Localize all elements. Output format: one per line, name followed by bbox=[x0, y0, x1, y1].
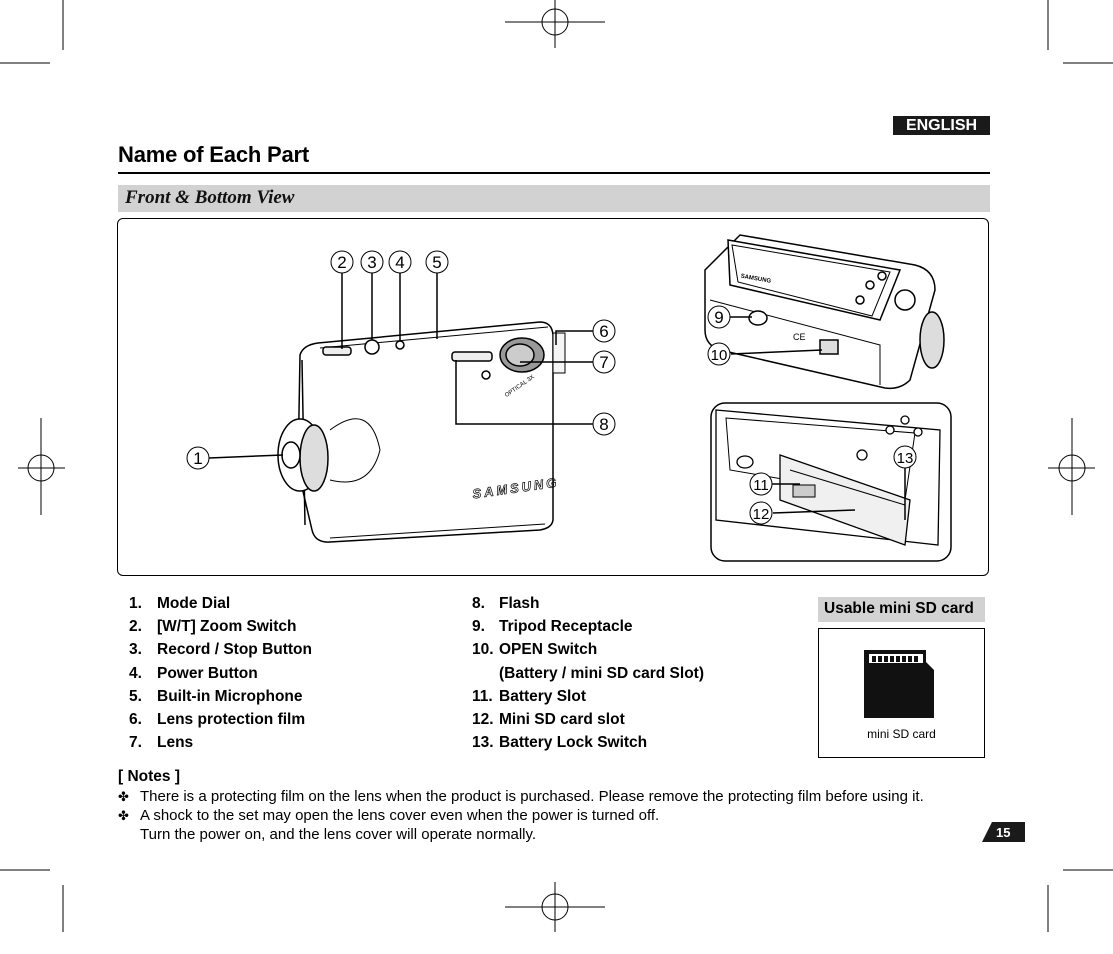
note-bullet: ✤ bbox=[118, 789, 129, 804]
leader-lines bbox=[208, 272, 906, 520]
sd-card-box bbox=[818, 628, 985, 758]
note-item: A shock to the set may open the lens cov… bbox=[140, 807, 660, 824]
list-item: 10.OPEN Switch bbox=[472, 641, 598, 659]
section-title: Front & Bottom View bbox=[125, 187, 295, 208]
svg-text:13: 13 bbox=[897, 450, 914, 467]
callout-2: 2 bbox=[330, 250, 354, 274]
callout-7: 7 bbox=[592, 350, 616, 374]
callout-1: 1 bbox=[186, 446, 210, 470]
page-number-tab bbox=[982, 822, 1025, 842]
callout-8: 8 bbox=[592, 412, 616, 436]
callout-5: 5 bbox=[425, 250, 449, 274]
svg-text:8: 8 bbox=[599, 415, 608, 434]
svg-text:4: 4 bbox=[395, 253, 404, 272]
title-rule bbox=[118, 172, 990, 174]
callout-12: 12 bbox=[749, 501, 773, 525]
svg-text:2: 2 bbox=[337, 253, 346, 272]
page-title: Name of Each Part bbox=[118, 142, 310, 167]
list-item: 3.Record / Stop Button bbox=[129, 641, 312, 659]
callout-4: 4 bbox=[388, 250, 412, 274]
sd-card-heading-bar: Usable mini SD card bbox=[818, 597, 985, 622]
svg-text:1: 1 bbox=[193, 449, 202, 468]
svg-text:3: 3 bbox=[367, 253, 376, 272]
note-bullet: ✤ bbox=[118, 808, 129, 823]
language-badge: ENGLISH bbox=[893, 116, 990, 135]
list-item: 11.Battery Slot bbox=[472, 687, 586, 705]
list-item: 2.[W/T] Zoom Switch bbox=[129, 618, 297, 636]
callout-9: 9 bbox=[707, 305, 731, 329]
page-number: 15 bbox=[996, 825, 1011, 840]
callout-10: 10 bbox=[707, 342, 731, 366]
list-item: (Battery / mini SD card Slot) bbox=[499, 664, 704, 682]
list-item: 13.Battery Lock Switch bbox=[472, 734, 648, 752]
ce-mark-text: CE bbox=[793, 332, 806, 342]
list-item: 5.Built-in Microphone bbox=[129, 687, 303, 705]
parts-list-left: 1.Mode Dial 2.[W/T] Zoom Switch 3.Record… bbox=[129, 592, 312, 754]
svg-text:9: 9 bbox=[714, 308, 723, 327]
sd-card-caption: mini SD card bbox=[867, 727, 936, 741]
list-item: 6.Lens protection film bbox=[129, 711, 306, 729]
figure-frame bbox=[117, 218, 989, 576]
notes-heading: [ Notes ] bbox=[118, 768, 180, 785]
callout-6: 6 bbox=[592, 319, 616, 343]
svg-text:7: 7 bbox=[599, 353, 608, 372]
section-bar: Front & Bottom View bbox=[118, 185, 990, 212]
callout-13: 13 bbox=[893, 445, 917, 469]
list-item: 1.Mode Dial bbox=[129, 595, 231, 612]
parts-list-right: 8.Flash 9.Tripod Receptacle 10.OPEN Swit… bbox=[472, 592, 704, 754]
note-continuation: Turn the power on, and the lens cover wi… bbox=[140, 826, 537, 843]
list-item: 7.Lens bbox=[129, 734, 194, 752]
svg-text:10: 10 bbox=[711, 347, 728, 364]
list-item: 8.Flash bbox=[472, 595, 540, 612]
svg-text:5: 5 bbox=[432, 253, 441, 272]
sd-card-heading: Usable mini SD card bbox=[824, 600, 974, 617]
callout-3: 3 bbox=[360, 250, 384, 274]
list-item: 4.Power Button bbox=[129, 664, 258, 682]
front-camera bbox=[277, 321, 566, 543]
callout-11: 11 bbox=[749, 472, 773, 496]
svg-text:11: 11 bbox=[753, 477, 769, 494]
svg-text:12: 12 bbox=[753, 506, 770, 523]
note-item: There is a protecting film on the lens w… bbox=[140, 788, 924, 805]
sd-card-icon bbox=[864, 650, 934, 718]
top-brand-text: SAMSUNG bbox=[740, 274, 772, 285]
list-item: 12.Mini SD card slot bbox=[472, 711, 625, 729]
svg-text:6: 6 bbox=[599, 322, 608, 341]
bottom-camera bbox=[704, 234, 945, 390]
list-item: 9.Tripod Receptacle bbox=[472, 618, 633, 636]
